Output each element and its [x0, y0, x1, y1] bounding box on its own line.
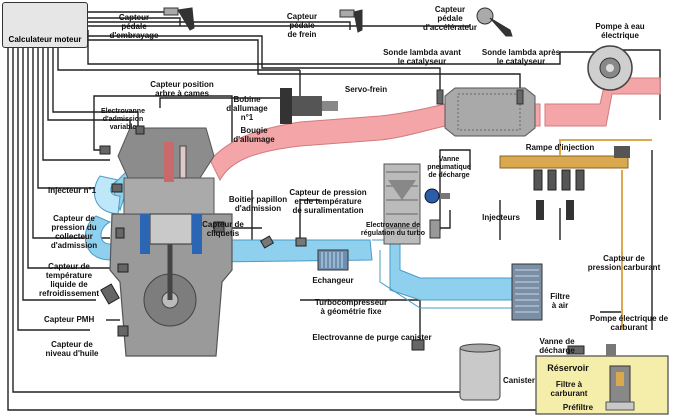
lambda-sensor-icons — [436, 89, 524, 105]
label-servo-brake: Servo-frein — [344, 85, 388, 94]
label-water-pump: Pompe à eau électrique — [595, 22, 645, 40]
label-turbocharger: Turbocompresseur à géométrie fixe — [314, 298, 388, 316]
label-spark-plug: Bougie d'allumage — [233, 126, 275, 144]
label-prefilter: Préfiltre — [562, 403, 594, 412]
label-throttle-body: Boitier papillon d'admission — [228, 195, 288, 213]
accelerator-pedal-icon — [476, 7, 513, 37]
label-accelerator-sensor: Capteur pédale d'accélérateur — [423, 5, 477, 32]
label-purge-valve: Electrovanne de purge canister — [312, 333, 432, 342]
engine-sensors — [99, 125, 225, 337]
label-injector-1: Injecteur n°1 — [48, 186, 97, 195]
label-knock-sensor: Capteur de cliquetis — [202, 220, 244, 238]
engine-block — [109, 127, 233, 357]
turbocharger-icon — [383, 163, 421, 245]
throttle-sensors — [259, 235, 307, 249]
brake-pedal-icon — [339, 9, 363, 33]
fuel-rail-icon — [499, 146, 630, 220]
label-intercooler: Echangeur — [312, 276, 354, 285]
fuel-line — [559, 139, 652, 330]
wiring-harness — [7, 11, 661, 411]
label-variable-intake-valve: Electrovanne d'admission variable — [101, 108, 145, 131]
label-lambda-before: Sonde lambda avant le catalyseur — [383, 48, 461, 66]
clutch-pedal-icon — [163, 7, 195, 31]
label-camshaft-sensor: Capteur position arbre à cames — [150, 80, 214, 98]
label-canister: Canister — [502, 376, 535, 385]
label-clutch-sensor: Capteur pédale d'embrayage — [109, 13, 159, 40]
relief-valve-icon — [567, 345, 585, 355]
label-wastegate-valve: Vanne pneumatique de décharge — [427, 156, 471, 179]
label-fuel-pressure-sensor: Capteur de pression carburant — [587, 254, 661, 272]
label-ignition-coil: Bobine d'allumage n°1 — [226, 95, 268, 122]
canister-icon — [459, 343, 501, 401]
label-boost-sensor: Capteur de pression et de température de… — [289, 188, 367, 215]
water-pump-icon — [587, 45, 633, 91]
label-turbo-solenoid: Electrovanne de régulation du turbo — [360, 222, 426, 237]
label-map-sensor: Capteur de pression du collecteur d'admi… — [50, 214, 98, 250]
turbo-solenoid-icon — [429, 219, 441, 239]
catalytic-converter-icon — [444, 87, 536, 137]
purge-valve-icon — [411, 339, 425, 351]
servo-brake-icon — [280, 88, 338, 124]
label-injectors: Injecteurs — [482, 213, 520, 222]
label-coolant-sensor: Capteur de température liquide de refroi… — [38, 262, 100, 298]
label-relief-valve: Vanne de décharge — [539, 337, 575, 355]
ecu-label: Calculateur moteur — [8, 35, 82, 44]
wastegate-valve-icon — [424, 188, 450, 204]
air-filter-icon — [511, 263, 543, 321]
label-lambda-after: Sonde lambda après le catalyseur — [481, 48, 561, 66]
label-fuel-rail: Rampe d'injection — [525, 143, 595, 152]
label-air-filter: Filtre à air — [550, 292, 570, 310]
label-pmh-sensor: Capteur PMH — [44, 315, 95, 324]
fuel-tank-icon — [535, 344, 669, 415]
engine-ecu: Calculateur moteur — [2, 2, 88, 48]
label-fuel-filter: Filtre à carburant — [550, 380, 588, 398]
label-fuel-pump: Pompe électrique de carburant — [589, 314, 669, 332]
label-oil-level-sensor: Capteur de niveau d'huile — [45, 340, 99, 358]
intercooler-icon — [317, 249, 349, 271]
label-tank: Réservoir — [547, 363, 589, 373]
label-brake-sensor: Capteur pédale de frein — [286, 12, 318, 39]
